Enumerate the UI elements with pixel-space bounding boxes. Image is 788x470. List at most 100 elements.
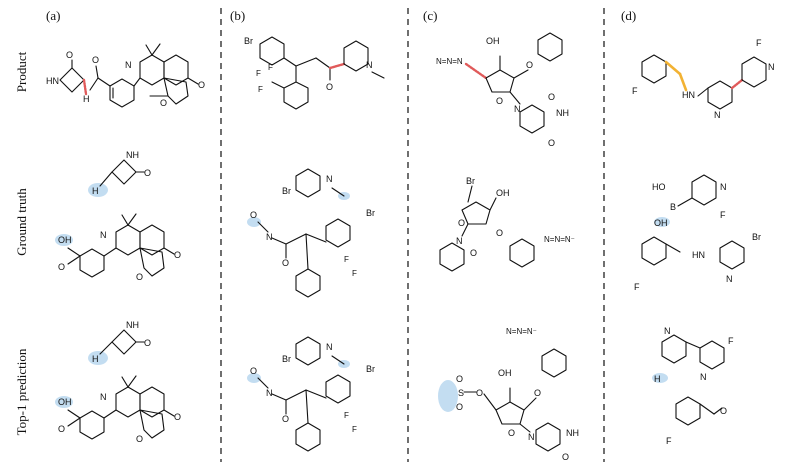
svg-text:Br: Br xyxy=(466,176,475,186)
svg-text:F: F xyxy=(344,411,349,420)
molecule-a-pred: NH O H OH O N O O xyxy=(55,320,181,444)
svg-text:O: O xyxy=(250,210,257,220)
svg-text:Br: Br xyxy=(752,232,761,242)
svg-text:OH: OH xyxy=(496,188,510,198)
svg-text:O: O xyxy=(282,258,289,268)
molecule-c-product: N=N=N O OH O N O NH O xyxy=(436,32,569,148)
svg-text:NH: NH xyxy=(126,150,139,160)
svg-text:Br: Br xyxy=(282,186,291,196)
molecule-b-product: Br F F F O N xyxy=(244,36,385,110)
row-label-ground-truth: Ground truth xyxy=(14,188,29,256)
svg-text:F: F xyxy=(258,85,263,94)
svg-text:F: F xyxy=(256,69,261,78)
svg-text:O: O xyxy=(198,80,205,90)
svg-text:F: F xyxy=(632,86,638,96)
panel-label-a: (a) xyxy=(46,8,60,23)
molecule-d-product: F HN N F N xyxy=(632,38,775,120)
svg-text:N: N xyxy=(664,326,671,336)
svg-text:F: F xyxy=(756,38,762,48)
svg-text:O: O xyxy=(508,428,515,438)
svg-text:N: N xyxy=(768,62,775,72)
svg-text:N: N xyxy=(100,392,107,402)
svg-text:O: O xyxy=(58,262,65,272)
svg-text:N: N xyxy=(726,274,733,284)
svg-text:O: O xyxy=(496,96,503,106)
svg-text:HO: HO xyxy=(652,182,666,192)
svg-text:O: O xyxy=(160,98,167,108)
svg-text:N: N xyxy=(714,110,721,120)
svg-text:O: O xyxy=(548,138,555,148)
svg-text:N: N xyxy=(266,232,273,242)
svg-text:HN: HN xyxy=(682,90,695,100)
svg-text:O: O xyxy=(470,248,477,258)
svg-text:N: N xyxy=(366,60,373,70)
svg-text:O: O xyxy=(174,412,181,422)
svg-text:O: O xyxy=(458,218,465,228)
svg-text:N: N xyxy=(326,174,333,184)
svg-text:O: O xyxy=(144,168,151,178)
svg-text:S: S xyxy=(458,388,464,398)
svg-text:NH: NH xyxy=(566,428,579,438)
svg-text:N: N xyxy=(100,230,107,240)
svg-text:O: O xyxy=(66,50,73,60)
svg-text:OH: OH xyxy=(58,235,72,245)
molecule-c-pred: N=N=N⁻ S O O O O OH O N NH O xyxy=(438,327,579,462)
svg-text:N: N xyxy=(125,60,132,70)
svg-text:N: N xyxy=(720,182,727,192)
svg-text:O: O xyxy=(58,424,65,434)
svg-text:N: N xyxy=(456,236,463,246)
row-label-product: Product xyxy=(14,51,29,92)
molecule-b-pred: Br N O N O Br F F xyxy=(247,336,375,452)
svg-text:O: O xyxy=(282,414,289,424)
svg-text:N=N=N: N=N=N xyxy=(436,57,463,66)
svg-text:O: O xyxy=(136,434,143,444)
row-label-top1: Top-1 prediction xyxy=(14,348,29,435)
svg-text:O: O xyxy=(534,388,541,398)
svg-text:N: N xyxy=(700,372,707,382)
svg-text:OH: OH xyxy=(58,397,72,407)
svg-text:F: F xyxy=(634,282,640,292)
svg-text:N: N xyxy=(514,104,521,114)
svg-text:F: F xyxy=(268,63,273,72)
svg-text:O: O xyxy=(326,82,333,92)
panel-label-d: (d) xyxy=(621,8,636,23)
svg-text:HN: HN xyxy=(692,250,705,260)
svg-text:O: O xyxy=(456,402,463,412)
svg-text:NH: NH xyxy=(126,320,139,330)
svg-text:F: F xyxy=(720,210,726,220)
molecule-a-product: O HN H O N O O xyxy=(46,43,205,108)
svg-text:N: N xyxy=(528,432,535,442)
panel-label-b: (b) xyxy=(230,8,245,23)
svg-text:Br: Br xyxy=(282,354,291,364)
molecule-c-gt: Br O OH O N O N=N=N⁻ xyxy=(439,176,575,272)
svg-text:F: F xyxy=(352,425,357,434)
molecule-b-gt: Br N O N O Br F F xyxy=(247,168,375,298)
svg-text:O: O xyxy=(456,374,463,384)
svg-text:NH: NH xyxy=(556,108,569,118)
svg-text:OH: OH xyxy=(498,368,512,378)
svg-text:H: H xyxy=(654,374,661,384)
svg-text:F: F xyxy=(666,436,672,446)
svg-text:B: B xyxy=(670,202,676,212)
molecule-d-gt: HO B OH N F F HN N Br xyxy=(634,174,761,292)
svg-text:Br: Br xyxy=(366,208,375,218)
svg-text:O: O xyxy=(720,406,727,416)
molecule-d-pred: N H F N F O xyxy=(652,326,734,446)
svg-text:F: F xyxy=(352,269,357,278)
svg-text:H: H xyxy=(92,186,99,196)
svg-text:OH: OH xyxy=(654,218,668,228)
svg-text:OH: OH xyxy=(486,36,500,46)
svg-text:O: O xyxy=(174,250,181,260)
svg-text:O: O xyxy=(496,228,503,238)
svg-text:O: O xyxy=(92,55,99,65)
svg-text:O: O xyxy=(144,338,151,348)
svg-text:O: O xyxy=(562,452,569,462)
svg-text:Br: Br xyxy=(366,364,375,374)
svg-text:N=N=N⁻: N=N=N⁻ xyxy=(506,327,537,336)
svg-text:H: H xyxy=(92,354,99,364)
svg-text:HN: HN xyxy=(46,76,59,86)
svg-text:N: N xyxy=(326,342,333,352)
molecule-a-gt: NH O H OH O N O O xyxy=(55,150,181,282)
svg-text:F: F xyxy=(344,255,349,264)
